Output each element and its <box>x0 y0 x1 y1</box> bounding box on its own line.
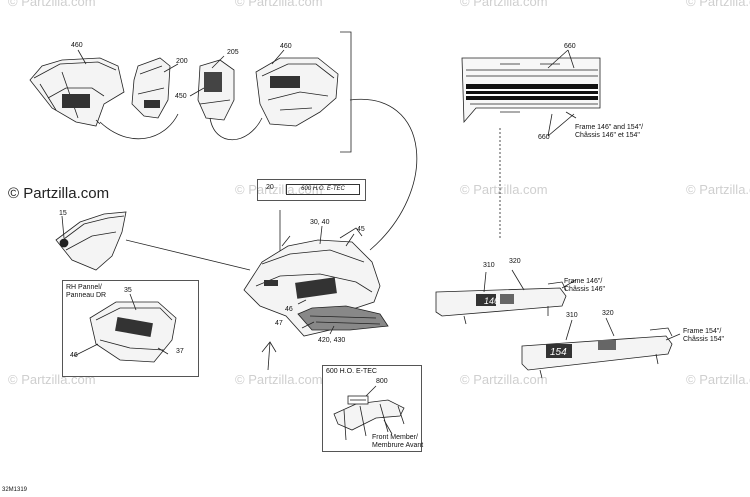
callout-460: 460 <box>280 43 292 50</box>
watermark: © Partzilla.com <box>460 182 548 197</box>
tunnel-154-decal-text: 154 <box>550 347 567 358</box>
callout-320: 320 <box>509 258 521 265</box>
rh-panel-box <box>62 280 199 377</box>
callout-200: 200 <box>176 58 188 65</box>
engine-decal-graphic: 600 H.O. E-TEC <box>286 184 360 195</box>
front-member-box <box>322 365 422 452</box>
side-panel-right-decal <box>255 57 339 127</box>
callout-47: 47 <box>275 320 283 327</box>
note-frame-146-154: Frame 146" and 154"/ Châssis 146" et 154… <box>575 124 644 139</box>
side-panel-left-decal <box>29 57 125 127</box>
rh-panel-decal <box>89 301 177 363</box>
watermark: © Partzilla.com <box>460 0 548 9</box>
note-frame-146: Frame 146"/ Châssis 146" <box>564 278 606 293</box>
watermark: © Partzilla.com <box>686 182 750 197</box>
tunnel-top-view-decal <box>461 57 601 124</box>
engine-decal-box <box>257 179 366 201</box>
callout-450: 450 <box>175 93 187 100</box>
front-member-decal <box>333 395 405 441</box>
callout-320: 320 <box>602 310 614 317</box>
tunnel-146-side-decal <box>435 281 567 325</box>
callout-30-40: 30, 40 <box>310 219 330 226</box>
callout-45: 45 <box>357 226 365 233</box>
callout-800: 800 <box>376 378 388 385</box>
callout-46: 46 <box>70 352 78 359</box>
watermark: © Partzilla.com <box>235 0 323 9</box>
callout-35: 35 <box>124 287 132 294</box>
callout-20: 20 <box>266 184 274 191</box>
callout-660: 660 <box>564 43 576 50</box>
watermark: © Partzilla.com <box>686 372 750 387</box>
watermark: © Partzilla.com <box>235 372 323 387</box>
note-front-member: Front Member/ Membrure Avant <box>372 434 424 449</box>
callout-15: 15 <box>59 210 67 217</box>
watermark: © Partzilla.com <box>8 0 96 9</box>
side-panel-decal-200 <box>131 57 171 119</box>
watermark: © Partzilla.com <box>460 372 548 387</box>
windshield-decal-15 <box>55 211 127 271</box>
callout-660: 660 <box>538 134 550 141</box>
main-sled-body-decals <box>243 227 389 337</box>
callout-205: 205 <box>227 49 239 56</box>
diagram-id: 32M1319 <box>2 487 28 493</box>
callout-460: 460 <box>71 42 83 49</box>
callout-310: 310 <box>566 312 578 319</box>
watermark: © Partzilla.com <box>8 372 96 387</box>
group-bracket <box>340 31 352 153</box>
tunnel-146-decal-text: 146 <box>484 296 499 306</box>
watermark: © Partzilla.com <box>686 0 750 9</box>
tunnel-154-side-decal <box>521 327 673 379</box>
note-rh-panel: RH Pannel/ Panneau DR <box>66 284 107 299</box>
note-frame-154: Frame 154"/ Châssis 154" <box>683 328 725 343</box>
callout-310: 310 <box>483 262 495 269</box>
note-engine: 600 H.O. E-TEC <box>326 368 377 375</box>
callout-37: 37 <box>176 348 184 355</box>
callout-46: 46 <box>285 306 293 313</box>
watermark: © Partzilla.com <box>235 182 323 197</box>
callout-420-430: 420, 430 <box>318 337 346 344</box>
partzilla-brand-label: © Partzilla.com <box>8 185 110 202</box>
